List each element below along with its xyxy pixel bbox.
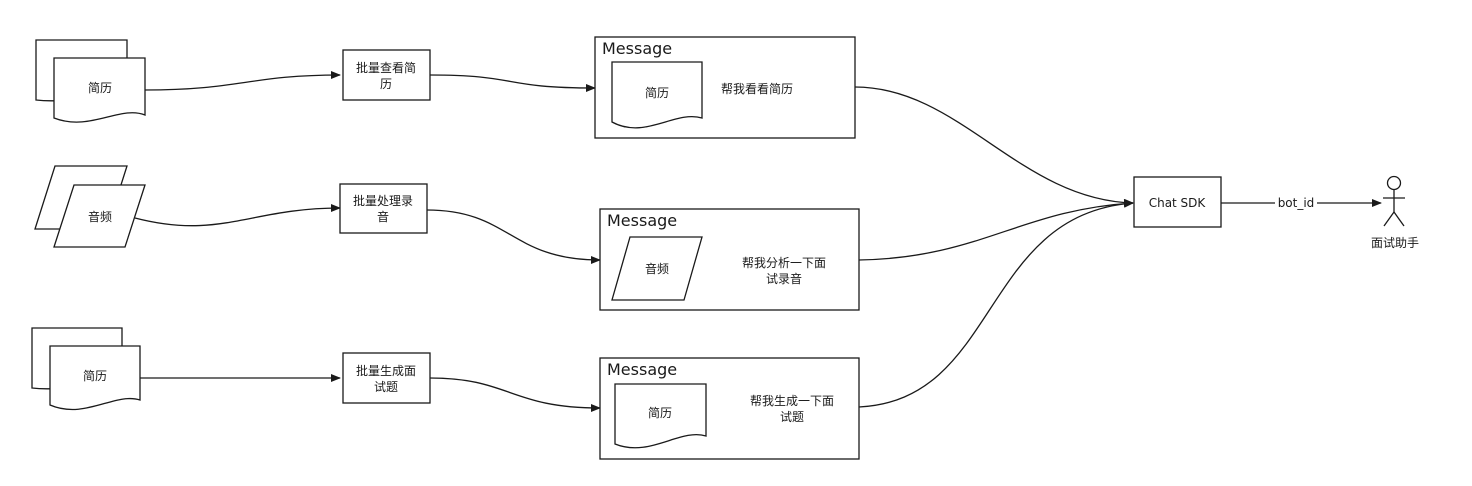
actor-interview-assistant[interactable]: 面试助手: [1371, 175, 1419, 251]
edge-batch-gen-to-message-3: [429, 377, 601, 412]
message-title: Message: [607, 360, 677, 379]
process-box: [342, 49, 431, 101]
process-box: [339, 183, 428, 234]
chat-sdk-box: [1133, 176, 1222, 228]
actor-person-icon: [1383, 175, 1405, 227]
message-attachment-document: [614, 383, 707, 449]
input-resume-bottom-label: 简历: [83, 369, 107, 383]
input-resume-top-label: 简历: [88, 81, 112, 95]
input-resume-bottom[interactable]: 简历: [31, 327, 141, 411]
edges: [134, 71, 1382, 412]
message-attachment-parallelogram: [611, 236, 703, 301]
edge-message-1-to-sdk: [854, 86, 1134, 207]
message-attachment-label: 音频: [645, 261, 669, 276]
process-label-line-2: 音: [377, 209, 389, 224]
bot-id-label: bot_id: [1278, 196, 1315, 210]
edge-batch-audio-to-message-2: [426, 209, 601, 264]
process-label-line-1: 批量生成面: [356, 363, 416, 378]
message-title: Message: [607, 211, 677, 230]
process-batch-generate-questions[interactable]: 批量生成面 试题: [342, 352, 431, 404]
message-container-1[interactable]: Message 简历 帮我看看简历: [594, 36, 856, 139]
message-prompt-line-1: 帮我生成一下面: [750, 394, 834, 408]
document-shape: [53, 57, 146, 123]
document-shape: [49, 345, 141, 411]
message-prompt-line-1: 帮我分析一下面: [742, 256, 826, 270]
edge-audio-to-batch-audio: [134, 204, 341, 227]
parallelogram-front: [53, 184, 146, 248]
edge-resume-top-to-batch-view: [144, 71, 341, 91]
message-attachment-document: [611, 61, 703, 129]
edge-batch-view-to-message-1: [429, 74, 596, 92]
message-prompt-line-1: 帮我看看简历: [721, 82, 793, 96]
message-prompt-line-2: 试题: [780, 409, 804, 424]
process-box: [342, 352, 431, 404]
process-batch-process-audio[interactable]: 批量处理录 音: [339, 183, 428, 234]
input-resume-top[interactable]: 简历: [35, 39, 146, 123]
actor-label: 面试助手: [1371, 235, 1419, 250]
input-audio[interactable]: 音频: [34, 165, 146, 248]
message-prompt-line-2: 试录音: [766, 271, 802, 286]
edge-message-2-to-sdk: [858, 199, 1134, 261]
process-label-line-1: 批量查看简: [356, 60, 416, 75]
chat-sdk-node[interactable]: Chat SDK: [1133, 176, 1222, 228]
message-attachment-label: 简历: [645, 86, 669, 100]
message-container-3[interactable]: Message 简历 帮我生成一下面 试题: [599, 357, 860, 460]
process-label-line-2: 历: [380, 77, 392, 91]
edge-label-bot-id: bot_id: [1275, 195, 1317, 210]
edge-message-3-to-sdk: [858, 199, 1134, 408]
message-container-2[interactable]: Message 音频 帮我分析一下面 试录音: [599, 208, 860, 311]
chat-sdk-label: Chat SDK: [1149, 196, 1207, 210]
process-label-line-2: 试题: [374, 379, 398, 394]
input-audio-label: 音频: [88, 209, 112, 224]
process-batch-view-resume[interactable]: 批量查看简 历: [342, 49, 431, 101]
message-title: Message: [602, 39, 672, 58]
process-label-line-1: 批量处理录: [353, 193, 413, 208]
message-attachment-label: 简历: [648, 406, 672, 420]
